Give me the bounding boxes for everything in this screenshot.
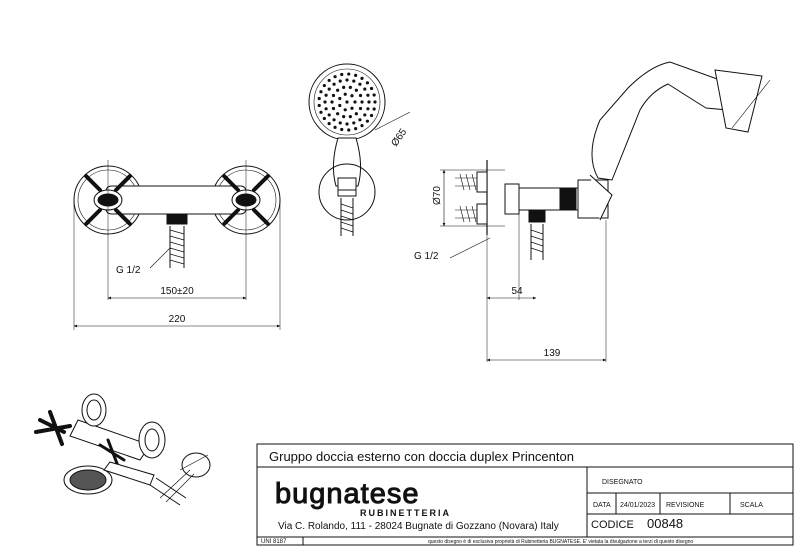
company-address: Via C. Rolando, 111 - 28024 Bugnate di G… (278, 521, 559, 532)
disegnato-label: DISEGNATO (602, 479, 643, 486)
mixer-body (105, 185, 247, 215)
dim-flange-diameter: Ø70 (432, 186, 443, 205)
isometric-view (34, 393, 211, 506)
side-thread-label: G 1/2 (414, 251, 439, 262)
drawing-title: Gruppo doccia esterno con doccia duplex … (269, 449, 574, 464)
shower-nozzles (317, 72, 377, 132)
ownership-disclaimer: questo disegno è di esclusiva proprietà … (428, 539, 693, 545)
dim-shower-head-diameter: Ø65 (389, 127, 409, 149)
brand-logo-name: bugnatese (275, 478, 419, 510)
side-hand-shower (591, 61, 729, 181)
outlet-nut (166, 213, 188, 225)
revisione-label: REVISIONE (666, 502, 704, 509)
codice-value: 00848 (647, 516, 683, 531)
shower-wall-holder (318, 163, 376, 221)
wall-screws (455, 171, 488, 225)
front-view: HOT COLD (73, 160, 281, 330)
dim-center-distance: 150±20 (160, 286, 194, 297)
side-flange (504, 183, 520, 215)
dim-total-depth: 139 (544, 348, 561, 359)
shower-front-view (308, 63, 411, 236)
title-block (256, 443, 794, 546)
data-value: 24/01/2023 (620, 502, 655, 509)
dim-overall-width: 220 (169, 314, 186, 325)
hose-stub (169, 226, 185, 268)
data-label: DATA (593, 502, 611, 509)
brand-logo-sub: RUBINETTERIA (360, 508, 451, 518)
front-thread-label: G 1/2 (116, 265, 141, 276)
dim-depth: 54 (511, 286, 523, 297)
scala-label: SCALA (740, 502, 763, 509)
standard-ref: UNI 8187 (261, 539, 287, 545)
codice-label: CODICE (591, 519, 634, 531)
hot-label: HOT (101, 198, 117, 205)
shower-handle (332, 137, 362, 187)
side-view (440, 61, 771, 362)
